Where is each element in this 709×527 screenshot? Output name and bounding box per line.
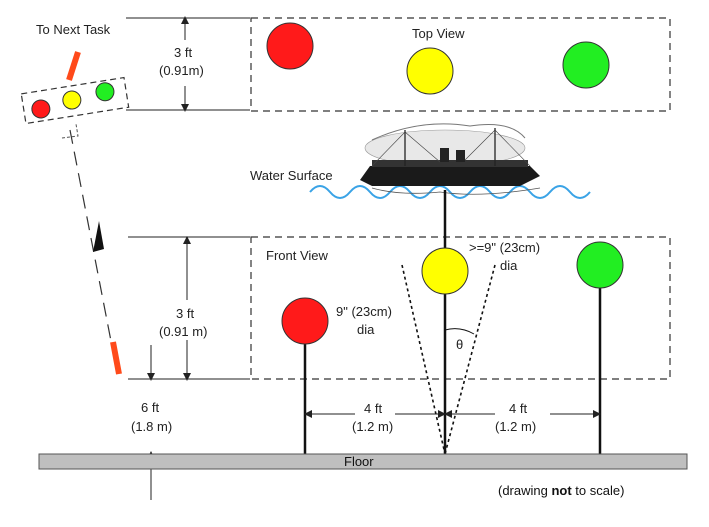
front-view-box	[250, 236, 671, 380]
top-dim-ft: 3 ft	[174, 45, 192, 60]
path-direction-arrow	[93, 221, 104, 252]
next-task-marker	[66, 51, 81, 81]
path-corner-bracket	[61, 123, 79, 139]
front-red-buoy	[281, 297, 329, 345]
cone-right-line	[444, 264, 496, 455]
yellow-size-dia: dia	[500, 258, 518, 273]
top-red-buoy	[266, 22, 314, 70]
front-yellow-buoy	[421, 247, 469, 295]
front-green-buoy	[576, 241, 624, 289]
top-yellow-buoy	[406, 47, 454, 95]
depth-m: (1.8 m)	[131, 419, 172, 434]
yellow-size-label: >=9" (23cm)	[469, 240, 540, 255]
front-dim-ft: 3 ft	[176, 306, 194, 321]
scale-note: (drawing not to scale)	[498, 483, 624, 498]
floor-bar	[38, 453, 688, 470]
theta-label: θ	[456, 337, 463, 352]
water-surface-label: Water Surface	[250, 168, 333, 183]
spacing-left-ft: 4 ft	[364, 401, 382, 416]
front-view-label: Front View	[266, 248, 329, 263]
mini-green-buoy	[95, 82, 115, 102]
mini-red-buoy	[31, 99, 51, 119]
ship-illustration	[360, 123, 541, 195]
mini-yellow-buoy	[62, 90, 82, 110]
cone-left-line	[401, 264, 446, 455]
top-dim-m: (0.91m)	[159, 63, 204, 78]
depth-ft: 6 ft	[141, 400, 159, 415]
top-view-label: Top View	[412, 26, 465, 41]
top-green-buoy	[562, 41, 610, 89]
next-task-box	[20, 76, 130, 125]
start-marker	[110, 341, 122, 375]
spacing-right-ft: 4 ft	[509, 401, 527, 416]
theta-arc	[444, 328, 475, 335]
red-size-dia: dia	[357, 322, 375, 337]
red-size-label: 9" (23cm)	[336, 304, 392, 319]
next-task-buoy-group	[20, 76, 130, 125]
water-waves	[309, 185, 591, 199]
spacing-right-m: (1.2 m)	[495, 419, 536, 434]
next-task-label: To Next Task	[36, 22, 111, 37]
spacing-left-m: (1.2 m)	[352, 419, 393, 434]
front-dim-m: (0.91 m)	[159, 324, 207, 339]
floor-label: Floor	[344, 454, 374, 469]
top-view-box	[250, 17, 671, 112]
